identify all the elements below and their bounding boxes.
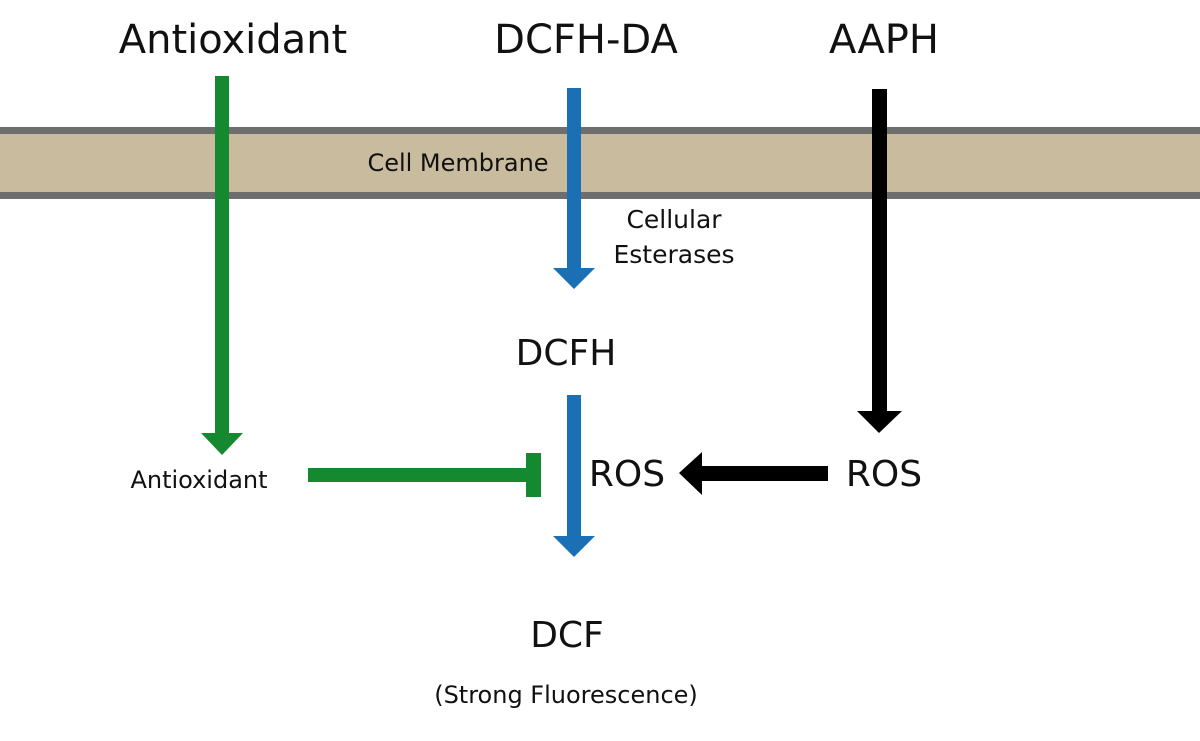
antioxidant-entry-arrow: [201, 76, 243, 455]
membrane-bottom-edge: [0, 192, 1200, 199]
ros-center-label: ROS: [589, 454, 665, 495]
esterase-arrow-head: [553, 268, 595, 289]
antioxidant-inhibition: [308, 453, 541, 497]
antioxidant-top-label: Antioxidant: [119, 17, 347, 63]
ros-transfer-arrow: [679, 452, 828, 495]
antioxidant-arrow-head: [201, 433, 243, 455]
inhibition-shaft: [308, 468, 526, 482]
cell-membrane: Cell Membrane: [0, 127, 1200, 199]
dcfh-da-label: DCFH-DA: [494, 17, 678, 63]
dcf-label: DCF: [530, 615, 604, 656]
dcfh-label: DCFH: [516, 333, 617, 374]
inhibition-bar: [526, 453, 541, 497]
aaph-label: AAPH: [829, 17, 939, 63]
dcfh-to-dcf-arrow: [553, 395, 595, 557]
antioxidant-inner-label: Antioxidant: [130, 466, 267, 494]
oxidation-arrow-shaft: [567, 395, 581, 538]
ros-arrow-shaft: [700, 466, 828, 481]
aaph-to-ros-arrow: [857, 89, 902, 433]
esterase-arrow-shaft: [567, 88, 581, 270]
membrane-band: [0, 128, 1200, 198]
ros-right-label: ROS: [846, 454, 922, 495]
dcf-note-label: (Strong Fluorescence): [434, 681, 698, 709]
esterases-label: Esterases: [613, 240, 734, 269]
membrane-top-edge: [0, 127, 1200, 134]
antioxidant-arrow-shaft: [215, 76, 229, 434]
oxidation-arrow-head: [553, 536, 595, 557]
ros-arrow-head: [679, 452, 702, 495]
membrane-label: Cell Membrane: [367, 149, 548, 177]
aaph-arrow-shaft: [872, 89, 887, 413]
dcfh-da-to-dcfh-arrow: [553, 88, 595, 289]
aaph-arrow-head: [857, 411, 902, 433]
cellular-label: Cellular: [626, 205, 722, 234]
